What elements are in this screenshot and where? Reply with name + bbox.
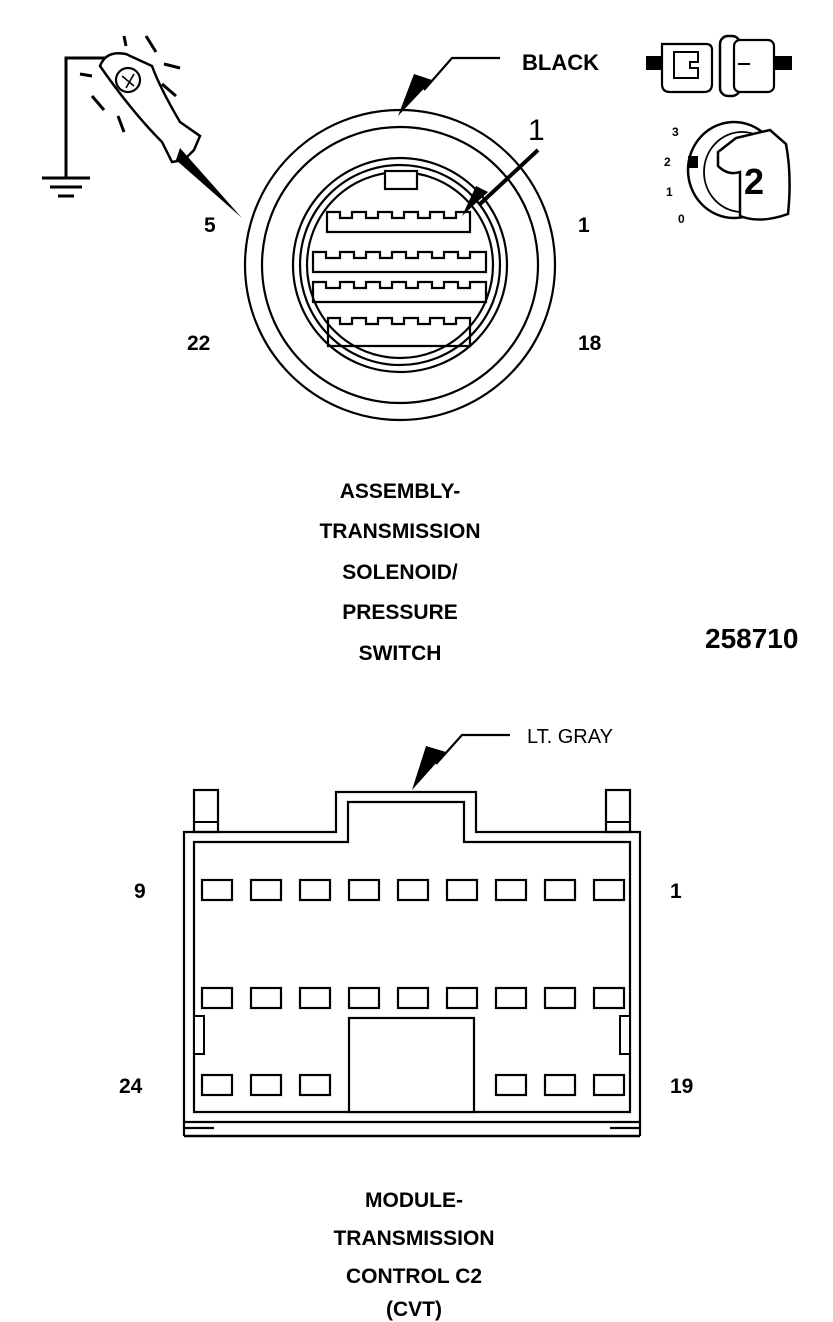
connector-name-top: ASSEMBLY- TRANSMISSION SOLENOID/ PRESSUR…	[319, 480, 480, 665]
pin-label-top-right: 1	[670, 880, 682, 903]
key-position-1: 1	[666, 185, 673, 199]
key-position-2: 2	[664, 155, 671, 169]
unplugged-connector-icon	[646, 34, 792, 98]
ignition-key-icon: 3 2 1 0 2	[664, 120, 791, 226]
solenoid-pressure-switch-connector	[243, 108, 557, 422]
cavity-row-3	[200, 1073, 626, 1097]
pin-row-4	[326, 316, 472, 348]
pin-label-top-left: 9	[134, 880, 146, 903]
pin-1-callout-arrow	[462, 148, 540, 216]
connector-name-line: TRANSMISSION	[333, 1227, 494, 1250]
key-position-0: 0	[678, 212, 685, 226]
connector-color-label: BLACK	[522, 50, 599, 75]
key-selected-badge: 2	[744, 161, 764, 202]
pin-label-top-right: 1	[578, 214, 590, 237]
ground-symbol-icon	[42, 56, 110, 198]
pin-label-bottom-left: 24	[119, 1075, 143, 1098]
connector-name-line: CONTROL C2	[346, 1265, 482, 1288]
connector-name-bottom: MODULE- TRANSMISSION CONTROL C2 (CVT)	[333, 1189, 494, 1321]
pin-label-top-left: 5	[204, 214, 216, 237]
pin-callout-number: 1	[528, 114, 545, 147]
connector-name-line: SOLENOID/	[342, 561, 458, 584]
color-leader-black	[398, 56, 500, 116]
pin-label-bottom-right: 18	[578, 332, 602, 355]
connector-name-line: SWITCH	[359, 642, 442, 665]
color-leader-lt-gray	[412, 733, 510, 790]
pin-row-1	[325, 210, 472, 234]
pin-label-bottom-right: 19	[670, 1075, 693, 1098]
pin-row-3	[311, 280, 488, 304]
test-probe-icon	[79, 35, 242, 218]
pin-row-2	[311, 250, 488, 274]
connector-name-line: PRESSURE	[342, 601, 458, 624]
connector-name-line: MODULE-	[365, 1189, 463, 1212]
cavity-row-1	[200, 878, 626, 902]
key-position-3: 3	[672, 125, 679, 139]
figure-code: 258710	[705, 623, 798, 654]
pin-label-bottom-left: 22	[187, 332, 210, 355]
connector-color-label: LT. GRAY	[527, 726, 613, 748]
connector-name-line: TRANSMISSION	[319, 520, 480, 543]
connector-name-line: ASSEMBLY-	[340, 480, 461, 503]
module-control-c2-connector	[182, 788, 642, 1138]
cavity-row-2	[200, 986, 626, 1010]
connector-name-line: (CVT)	[386, 1298, 442, 1321]
